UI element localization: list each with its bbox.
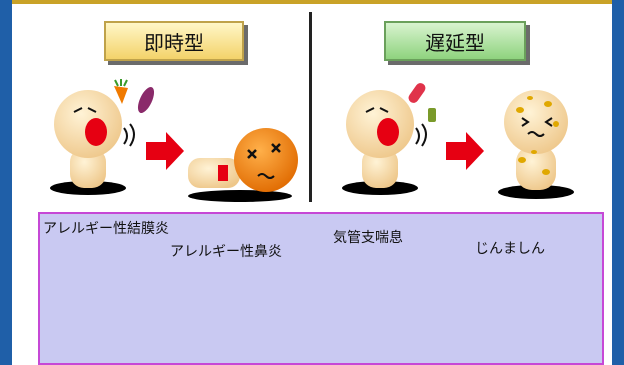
right-frame-bar — [612, 0, 624, 365]
delayed-figure — [342, 90, 427, 195]
center-divider — [309, 12, 312, 202]
immediate-figure — [50, 90, 135, 195]
immediate-type-label: 即時型 — [104, 21, 244, 61]
top-rule — [12, 0, 612, 4]
symptoms-panel — [38, 212, 604, 365]
carrot-icon — [114, 79, 128, 104]
left-frame-bar — [0, 0, 12, 365]
label-urticaria: じんましん — [475, 241, 545, 257]
arrow-right-icon — [446, 132, 484, 170]
arrow-right-icon — [146, 132, 184, 170]
delayed-type-label: 遅延型 — [384, 21, 526, 61]
collapsed-figure — [188, 128, 298, 202]
label-rhinitis: アレルギー性鼻炎 — [170, 244, 282, 260]
pill-icon — [408, 83, 436, 122]
label-asthma: 気管支喘息 — [333, 230, 403, 246]
label-conjunctivitis: アレルギー性結膜炎 — [43, 221, 169, 237]
sweet-potato-icon — [137, 87, 155, 113]
rash-figure — [498, 90, 574, 199]
